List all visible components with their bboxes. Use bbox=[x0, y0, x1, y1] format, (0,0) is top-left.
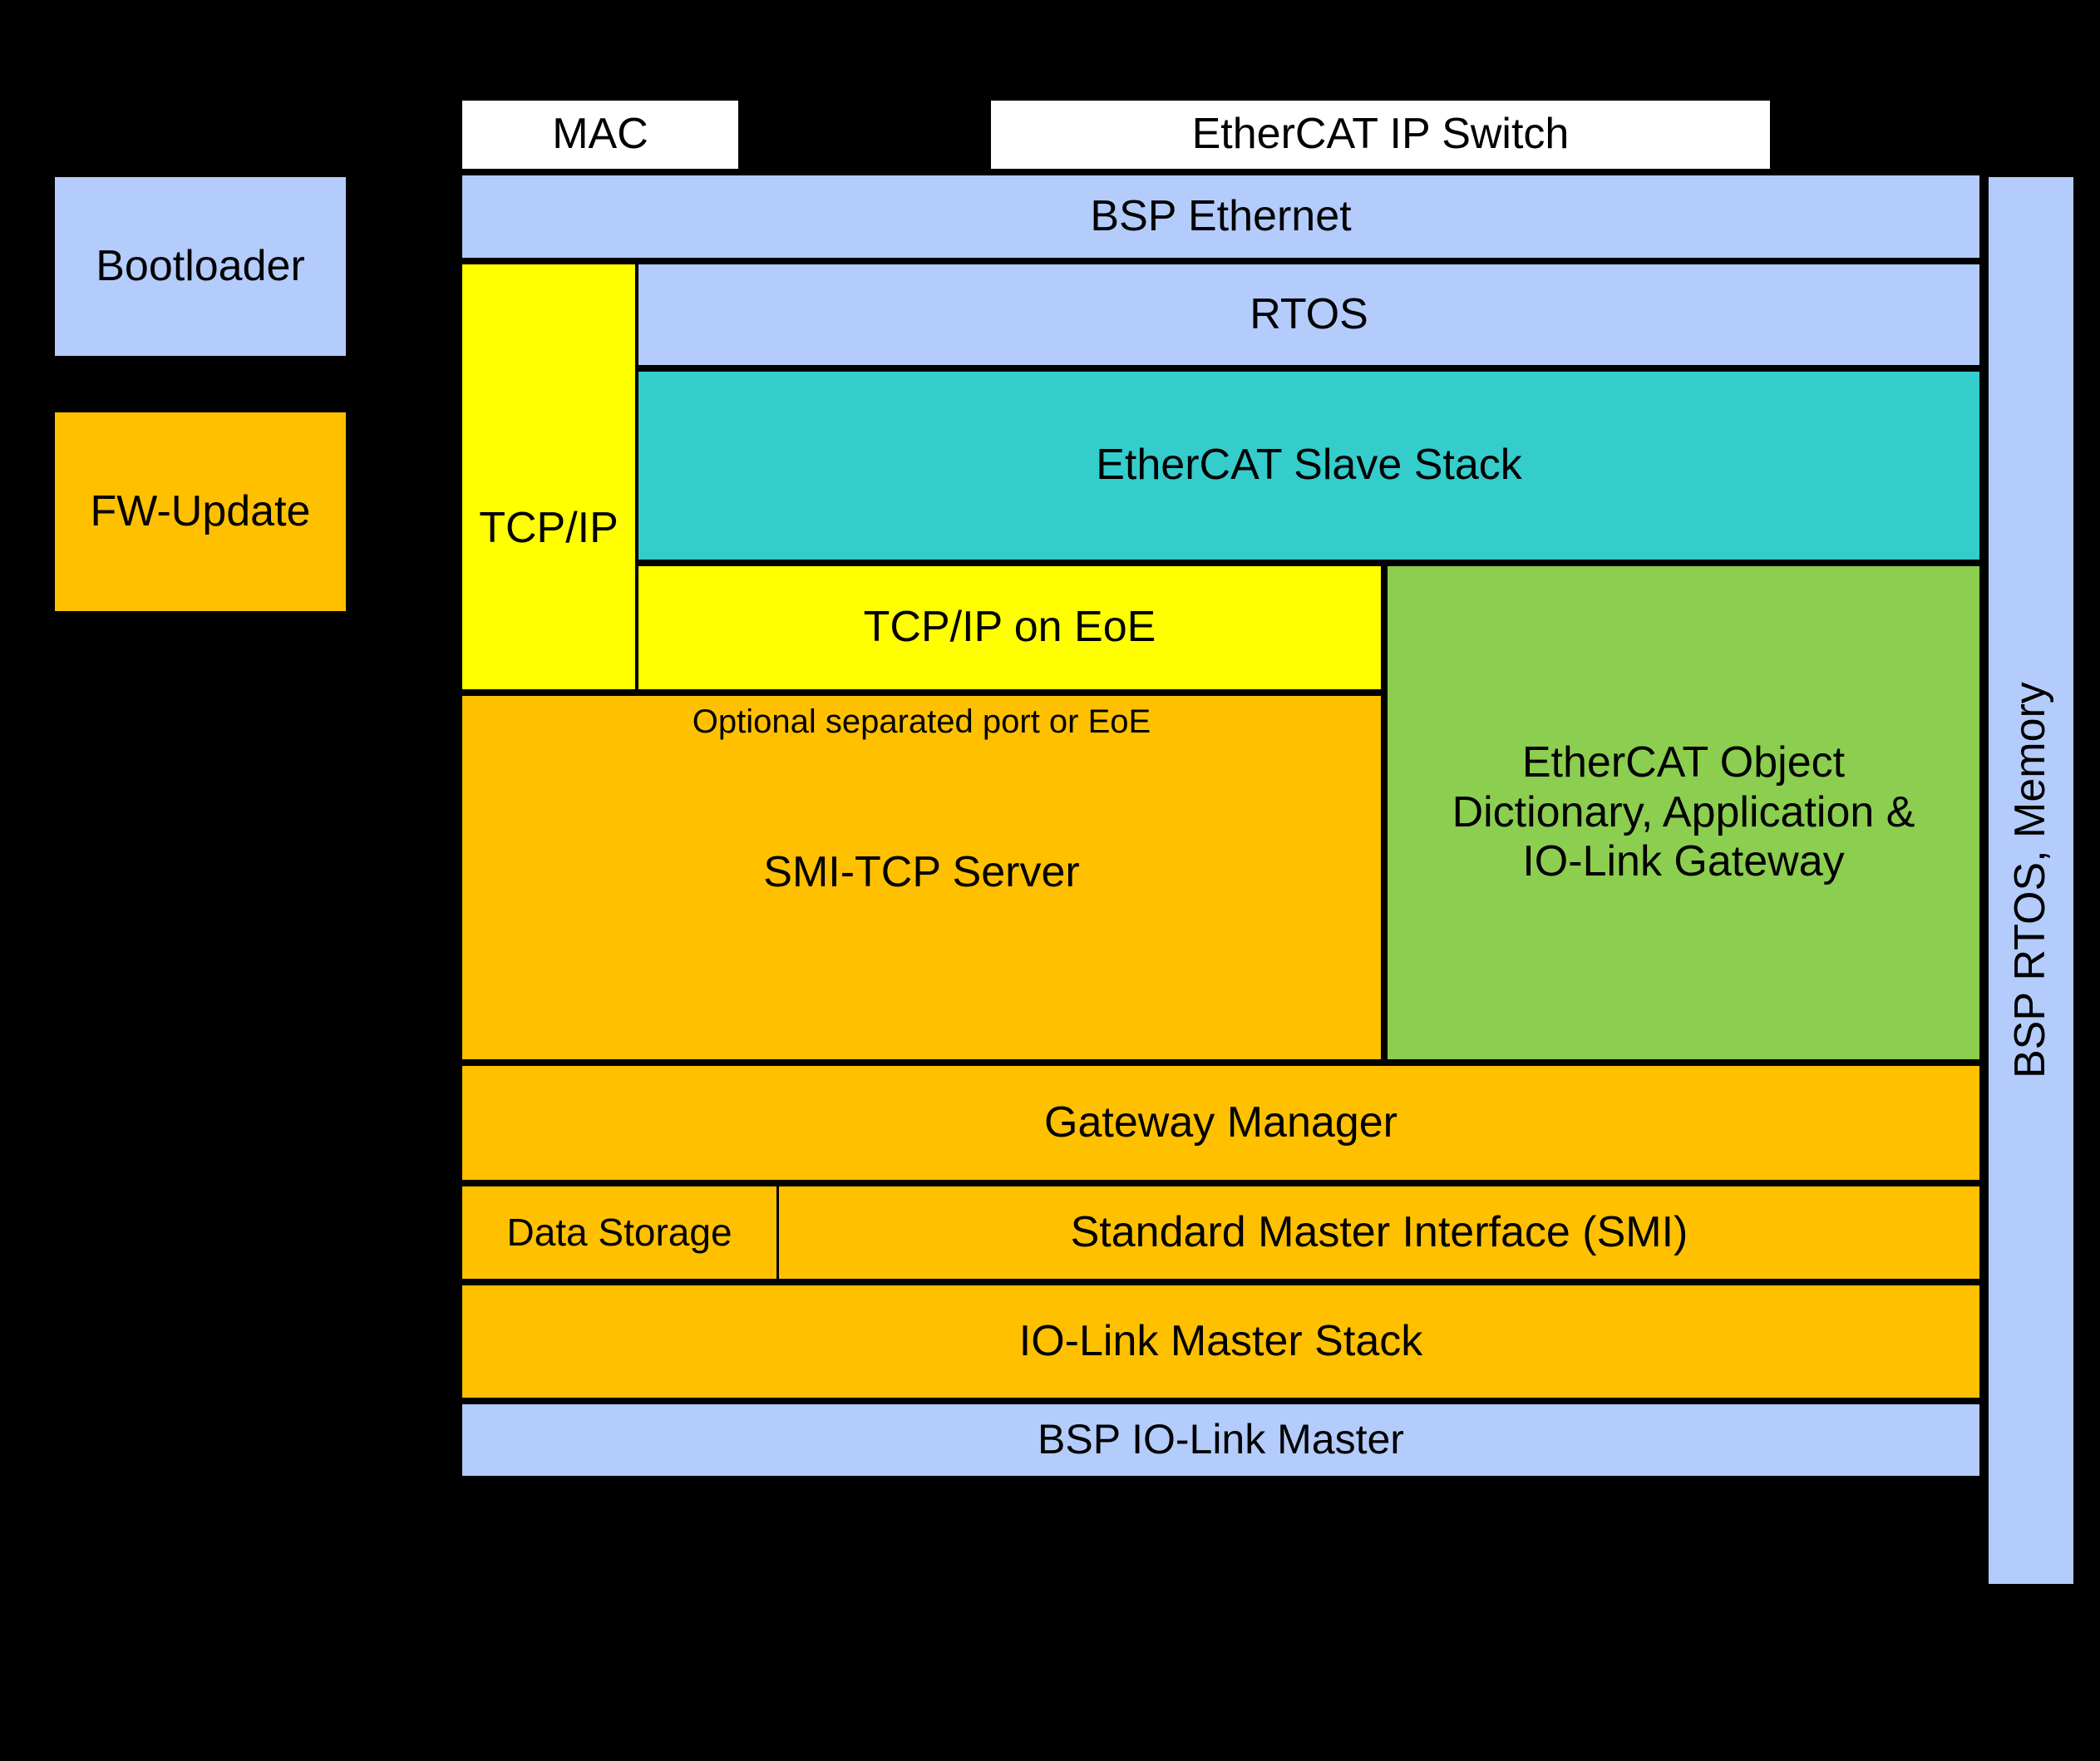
block-gateway-manager: Gateway Manager bbox=[459, 1063, 1983, 1183]
tcp-ip-on-eoe-label: TCP/IP on EoE bbox=[863, 603, 1156, 652]
ethercat-ip-switch-label: EtherCAT IP Switch bbox=[1191, 110, 1570, 159]
ethercat-slave-stack-label: EtherCAT Slave Stack bbox=[1096, 441, 1522, 490]
gateway-manager-label: Gateway Manager bbox=[1044, 1098, 1398, 1147]
block-bsp-rtos-memory: BSP RTOS, Memory bbox=[1985, 174, 2077, 1587]
smi-tcp-server-label: SMI-TCP Server bbox=[763, 848, 1080, 897]
block-standard-master-interface: Standard Master Interface (SMI) bbox=[779, 1183, 1983, 1282]
block-data-storage: Data Storage bbox=[459, 1183, 779, 1282]
block-bootloader: Bootloader bbox=[52, 174, 349, 359]
smi-tcp-server-label-wrap: SMI-TCP Server bbox=[459, 823, 1384, 923]
bsp-rtos-memory-label: BSP RTOS, Memory bbox=[2006, 682, 2055, 1079]
fw-update-label: FW-Update bbox=[90, 486, 311, 535]
od-line-3: IO-Link Gateway bbox=[1522, 837, 1845, 886]
annotation-optional-separated-port: Optional separated port or EoE bbox=[459, 698, 1384, 745]
block-fw-update: FW-Update bbox=[52, 409, 349, 614]
block-smi-tcp-server bbox=[459, 693, 1384, 1063]
block-rtos: RTOS bbox=[635, 261, 1983, 368]
block-tcp-ip: TCP/IP bbox=[459, 368, 638, 693]
bsp-io-link-master-label: BSP IO-Link Master bbox=[1038, 1416, 1404, 1463]
data-storage-label: Data Storage bbox=[506, 1211, 732, 1255]
block-ethercat-ip-switch: EtherCAT IP Switch bbox=[988, 97, 1773, 172]
io-link-master-stack-label: IO-Link Master Stack bbox=[1018, 1316, 1423, 1365]
block-io-link-master-stack: IO-Link Master Stack bbox=[459, 1282, 1983, 1401]
tcp-ip-label: TCP/IP bbox=[479, 504, 619, 553]
rtos-label: RTOS bbox=[1250, 289, 1368, 338]
standard-master-interface-label: Standard Master Interface (SMI) bbox=[1070, 1207, 1688, 1256]
od-line-1: EtherCAT Object bbox=[1521, 737, 1846, 787]
block-tcp-ip-on-eoe: TCP/IP on EoE bbox=[635, 563, 1384, 693]
block-ethercat-object-dictionary: EtherCAT Object Dictionary, Application … bbox=[1384, 563, 1983, 1063]
block-bsp-ethernet: BSP Ethernet bbox=[459, 172, 1983, 261]
mac-label: MAC bbox=[552, 110, 648, 159]
block-ethercat-slave-stack: EtherCAT Slave Stack bbox=[635, 368, 1983, 563]
ethercat-object-dictionary-label: EtherCAT Object Dictionary, Application … bbox=[1452, 738, 1915, 887]
bootloader-label: Bootloader bbox=[96, 241, 305, 290]
block-mac: MAC bbox=[459, 97, 742, 172]
block-bsp-io-link-master: BSP IO-Link Master bbox=[459, 1401, 1983, 1479]
optional-note-label: Optional separated port or EoE bbox=[692, 703, 1151, 740]
od-line-2: Dictionary, Application & bbox=[1452, 787, 1915, 836]
bsp-ethernet-label: BSP Ethernet bbox=[1090, 191, 1352, 240]
